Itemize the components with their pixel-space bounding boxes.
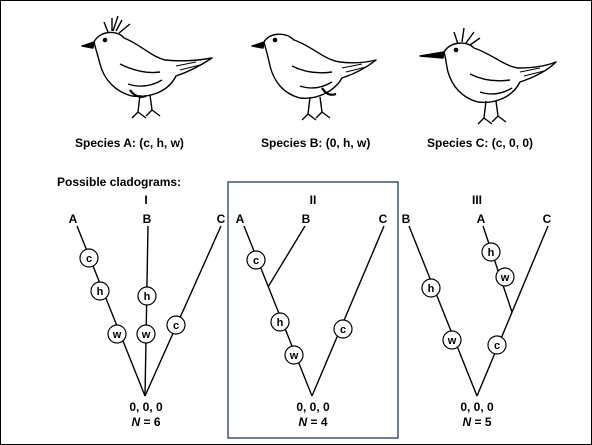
cladogram-i-numeral: I: [144, 193, 147, 207]
cladogram-iii-node-w-a: w: [495, 267, 515, 287]
cladogram-ii-step-count: N = 4: [298, 415, 327, 429]
cladogram-iii-node-c: c: [487, 335, 507, 355]
svg-text:h: h: [488, 247, 495, 259]
cladogram-i-node-c-c: c: [166, 315, 186, 335]
cladogram-iii-step-count: N = 5: [462, 415, 491, 429]
cladogram-i-leaf-b: B: [143, 212, 152, 226]
svg-text:c: c: [253, 255, 259, 267]
svg-text:w: w: [500, 272, 510, 284]
bird-c-illustration: [419, 27, 557, 125]
bird-a-illustration: [81, 15, 213, 119]
species-b-caption: Species B: (0, h, w): [261, 136, 370, 150]
cladogram-ii: [243, 225, 385, 397]
cladogram-ii-node-w: w: [284, 345, 304, 365]
cladogram-ii-leaf-b: B: [302, 212, 311, 226]
svg-text:w: w: [112, 329, 122, 341]
cladogram-iii-node-w-b: w: [442, 330, 462, 350]
cladogram-ii-leaf-c: C: [379, 212, 388, 226]
svg-text:h: h: [428, 283, 435, 295]
svg-text:w: w: [447, 335, 457, 347]
cladogram-iii: [408, 225, 549, 397]
possible-cladograms-heading: Possible cladograms:: [57, 175, 181, 189]
cladogram-iii-leaf-a: A: [477, 212, 486, 226]
svg-text:w: w: [141, 329, 151, 341]
svg-text:h: h: [97, 286, 104, 298]
cladogram-i: [76, 225, 222, 397]
species-c-caption: Species C: (c, 0, 0): [427, 136, 533, 150]
cladogram-iii-node-h-a: h: [481, 242, 501, 262]
svg-text:c: c: [86, 253, 92, 265]
cladogram-ii-node-h: h: [270, 312, 290, 332]
cladogram-i-leaf-a: A: [69, 212, 78, 226]
cladogram-i-step-count: N = 6: [131, 415, 160, 429]
cladogram-i-node-w-b: w: [136, 324, 156, 344]
cladogram-ii-node-c-c: c: [333, 319, 353, 339]
cladogram-i-node-h-b: h: [137, 286, 157, 306]
cladogram-iii-root-state: 0, 0, 0: [460, 400, 494, 414]
cladogram-ii-numeral: II: [310, 193, 317, 207]
svg-text:w: w: [289, 350, 299, 362]
cladogram-i-leaf-c: C: [217, 212, 226, 226]
svg-text:h: h: [277, 317, 284, 329]
svg-text:c: c: [494, 340, 500, 352]
cladogram-ii-leaf-a: A: [236, 212, 245, 226]
cladogram-iii-leaf-b: B: [402, 212, 411, 226]
cladogram-ii-node-c-a: c: [246, 250, 266, 270]
svg-text:h: h: [144, 291, 151, 303]
cladogram-i-node-w-a: w: [107, 324, 127, 344]
svg-text:c: c: [340, 324, 346, 336]
species-a-caption: Species A: (c, h, w): [75, 136, 184, 150]
cladogram-iii-numeral: III: [472, 193, 482, 207]
cladogram-ii-root-state: 0, 0, 0: [296, 400, 330, 414]
cladogram-i-node-h-a: h: [90, 281, 110, 301]
cladogram-i-node-c-a: c: [79, 248, 99, 268]
svg-text:c: c: [173, 320, 179, 332]
bird-b-illustration: [251, 33, 377, 121]
cladogram-iii-node-h-b: h: [421, 278, 441, 298]
cladogram-iii-leaf-c: C: [543, 212, 552, 226]
selected-cladogram-box: [227, 181, 399, 439]
cladogram-i-root-state: 0, 0, 0: [129, 400, 163, 414]
